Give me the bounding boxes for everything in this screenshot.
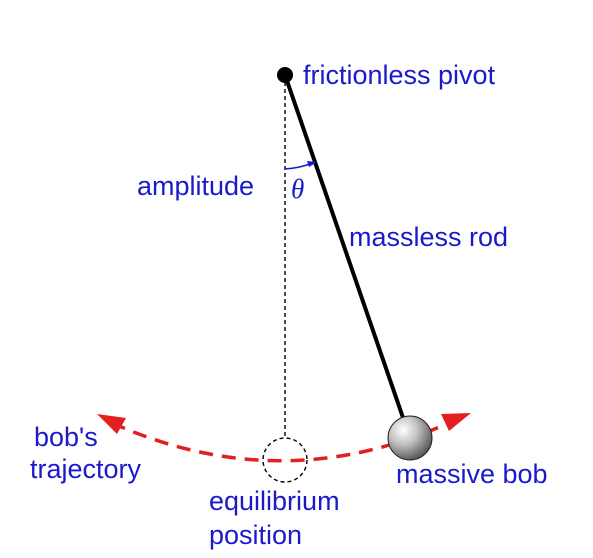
- bob-label: massive bob: [396, 459, 548, 489]
- angle-arc-arrowhead: [307, 161, 317, 167]
- equilibrium-label-line1: equilibrium: [209, 486, 340, 516]
- pivot-point: [277, 67, 293, 83]
- angle-arc: [284, 163, 311, 170]
- trajectory-arrowhead-right: [441, 413, 471, 431]
- equilibrium-label-line2: position: [209, 520, 302, 550]
- amplitude-label: amplitude: [137, 171, 254, 201]
- pivot-label: frictionless pivot: [303, 60, 496, 90]
- equilibrium-position-circle: [262, 437, 308, 483]
- trajectory-label-line2: trajectory: [30, 454, 142, 484]
- rod-label: massless rod: [349, 222, 508, 252]
- theta-label: θ: [291, 174, 304, 204]
- massive-bob: [387, 415, 433, 461]
- trajectory-label-line1: bob's: [34, 422, 98, 452]
- trajectory-arrowhead-left: [97, 414, 126, 434]
- massless-rod: [283, 74, 412, 439]
